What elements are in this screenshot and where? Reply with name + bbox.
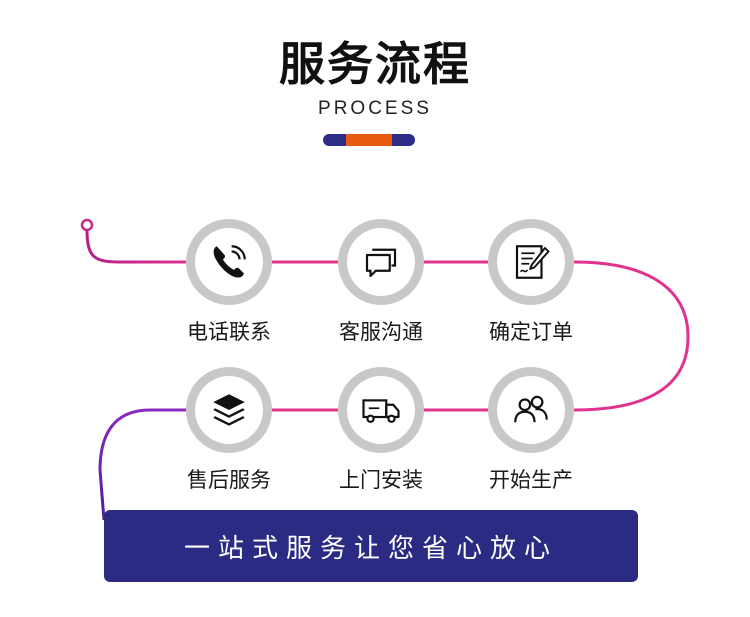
page-subtitle: PROCESS <box>318 98 432 119</box>
step-label: 电话联系 <box>187 320 271 344</box>
slogan-text: 一站式服务让您省心放心 <box>183 533 558 564</box>
slogan-banner: 一站式服务让您省心放心 <box>104 510 638 582</box>
page-title: 服务流程 <box>279 37 471 91</box>
people-icon <box>514 395 548 423</box>
phone-icon <box>213 245 246 278</box>
layers-icon <box>213 394 245 426</box>
step-phone <box>186 219 272 305</box>
truck-icon <box>362 399 400 423</box>
step-contract <box>488 219 574 305</box>
contract-icon <box>515 245 550 279</box>
track-start-dot <box>80 218 94 232</box>
step-chat <box>338 219 424 305</box>
step-label: 客服沟通 <box>339 320 423 344</box>
step-people <box>488 367 574 453</box>
step-label: 上门安装 <box>339 468 423 492</box>
step-label: 售后服务 <box>187 468 271 492</box>
step-label: 确定订单 <box>489 320 573 344</box>
step-truck <box>338 367 424 453</box>
step-layers <box>186 367 272 453</box>
step-label: 开始生产 <box>489 468 573 492</box>
chat-icon <box>365 248 397 278</box>
title-divider-accent <box>346 134 392 146</box>
